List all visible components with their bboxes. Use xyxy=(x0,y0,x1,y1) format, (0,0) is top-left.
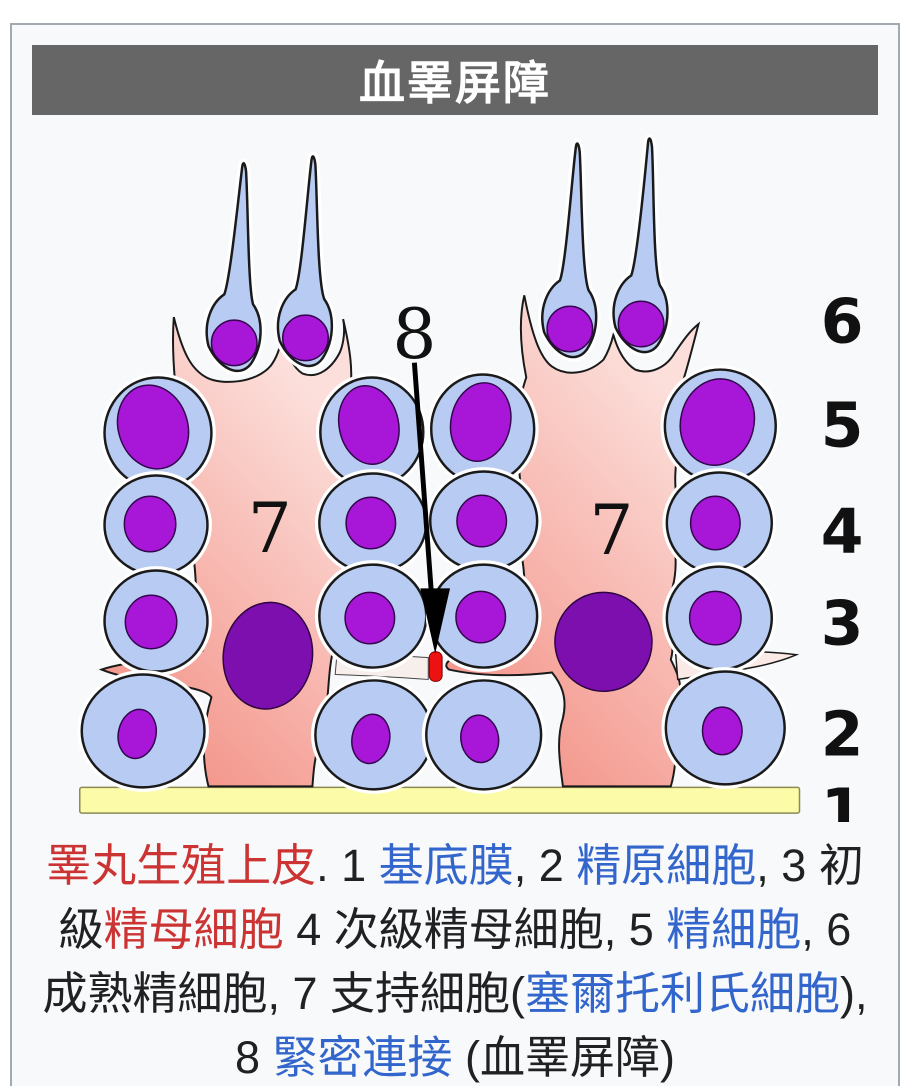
blood-testis-barrier-diagram-image[interactable]: 8 7 7 6 5 4 3 2 1 xyxy=(32,129,874,822)
caption-text: 級 xyxy=(58,904,104,955)
caption-line: 8 緊密連接 (血睪屏障) xyxy=(32,1026,878,1086)
caption-link[interactable]: 基底膜 xyxy=(378,840,514,891)
scale-label-6: 6 xyxy=(821,287,864,358)
scale-label-4: 4 xyxy=(821,496,864,567)
caption-line: 級精母細胞 4 次級精母細胞, 5 精細胞, 6 xyxy=(32,898,878,962)
caption-link[interactable]: 精原細胞 xyxy=(576,840,757,891)
scale-label-1: 1 xyxy=(821,777,864,822)
tight-junction-marker xyxy=(428,651,443,682)
caption-text: 4 次級精母細胞, 5 xyxy=(283,904,667,955)
caption-text: 8 xyxy=(234,1032,273,1083)
caption-text: , 6 xyxy=(801,904,852,955)
label-7-right: 7 xyxy=(589,491,633,571)
scale-label-3: 3 xyxy=(821,589,864,660)
caption-text: . 1 xyxy=(316,840,379,891)
caption-line: 成熟精細胞, 7 支持細胞(塞爾托利氏細胞), xyxy=(32,962,878,1026)
spermatozoon-cell xyxy=(205,162,262,373)
caption-text: 成熟精細胞, 7 支持細胞( xyxy=(42,968,525,1019)
junction-arrow xyxy=(411,362,435,605)
caption: 睪丸生殖上皮. 1 基底膜, 2 精原細胞, 3 初級精母細胞 4 次級精母細胞… xyxy=(32,834,878,1086)
scale-label-5: 5 xyxy=(821,390,864,461)
caption-link[interactable]: 精母細胞 xyxy=(103,904,284,955)
label-7-left: 7 xyxy=(248,489,292,569)
caption-link[interactable]: 緊密連接 xyxy=(272,1032,453,1083)
caption-text: , 2 xyxy=(513,840,577,891)
caption-text: ), xyxy=(840,968,868,1019)
spermatozoon-cell xyxy=(276,155,334,368)
label-8: 8 xyxy=(392,295,436,375)
caption-link[interactable]: 睪丸生殖上皮 xyxy=(46,840,317,891)
page-title: 血睪屏障 xyxy=(359,57,551,109)
caption-link[interactable]: 精細胞 xyxy=(666,904,802,955)
scale-label-2: 2 xyxy=(821,699,864,770)
germ-cell-layers xyxy=(77,365,790,794)
spermatozoon-cell xyxy=(612,137,669,354)
basement-membrane-shape xyxy=(79,786,801,814)
caption-line: 睪丸生殖上皮. 1 基底膜, 2 精原細胞, 3 初 xyxy=(32,834,878,898)
title-bar: 血睪屏障 xyxy=(32,45,878,115)
sertoli-nucleus-right xyxy=(554,591,653,693)
caption-link[interactable]: 塞爾托利氏細胞 xyxy=(525,968,841,1019)
sertoli-nucleus-left xyxy=(222,601,314,710)
junction-arrowhead xyxy=(420,588,451,654)
spermatozoa-layer xyxy=(202,134,672,376)
diagram-container: 8 7 7 6 5 4 3 2 1 xyxy=(32,129,874,822)
spermatozoon-cell xyxy=(541,142,598,359)
caption-text: (血睪屏障) xyxy=(452,1032,676,1083)
caption-text: , 3 初 xyxy=(756,840,864,891)
infobox-card: 血睪屏障 xyxy=(10,23,900,1086)
